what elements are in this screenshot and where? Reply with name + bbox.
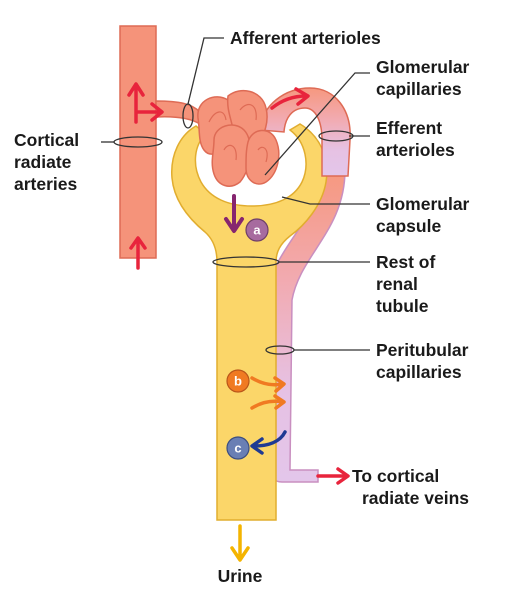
cortical-radiate-artery — [119, 25, 157, 259]
arrow-right-afferent-icon — [135, 102, 164, 122]
svg-text:a: a — [253, 223, 261, 238]
label-cortical-radiate-arteries: Cortical radiate arteries — [14, 130, 84, 194]
efferent-arteriole — [259, 87, 351, 177]
label-afferent-arterioles: Afferent arterioles — [230, 28, 381, 48]
urine-arrow-icon — [230, 524, 250, 562]
arrow-to-veins-icon — [316, 467, 350, 485]
svg-text:b: b — [234, 374, 242, 389]
glomerulus — [197, 89, 280, 187]
marker-c: c — [226, 436, 250, 460]
secretion-arrow-2-icon — [250, 394, 286, 410]
reabsorption-arrow-icon — [250, 430, 287, 455]
arrow-up-artery-upper-icon — [127, 82, 145, 124]
marker-b: b — [226, 369, 250, 393]
svg-text:c: c — [234, 441, 241, 456]
label-glomerular-capsule: Glomerular capsule — [376, 194, 474, 236]
label-peritubular-capillaries: Peritubular capillaries — [376, 340, 473, 382]
label-urine: Urine — [218, 566, 263, 586]
arrow-up-artery-lower-icon — [129, 236, 147, 270]
filtration-arrow-icon — [224, 194, 244, 233]
secretion-arrow-icon — [250, 376, 286, 393]
leader-lines — [101, 37, 370, 351]
label-rest-of-renal-tubule: Rest of renal tubule — [376, 252, 440, 316]
renal-tubule — [171, 123, 328, 521]
label-to-cortical-radiate-veins: To cortical radiate veins — [352, 466, 469, 508]
arrow-efferent-icon — [270, 87, 310, 110]
marker-a: a — [245, 218, 269, 242]
label-glomerular-capillaries: Glomerular capillaries — [376, 57, 474, 99]
label-efferent-arterioles: Efferent arterioles — [376, 118, 455, 160]
blood-flow-arrows — [127, 82, 350, 485]
